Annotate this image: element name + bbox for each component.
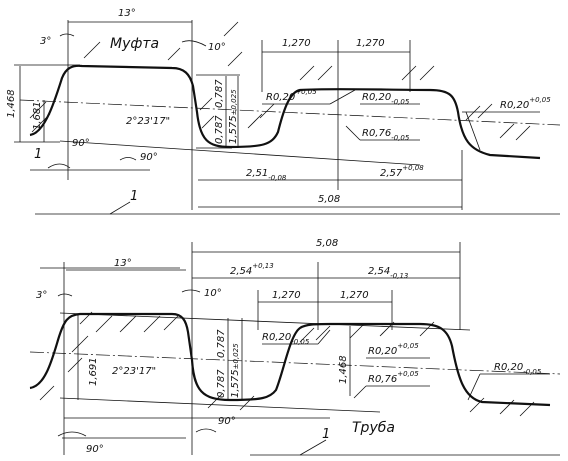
pipe-width-254-b-label: 2,54-0,13 — [368, 266, 408, 280]
pipe-width-254-a-label: 2,54+0,13 — [230, 262, 274, 277]
height-1575-label: 1,575±0,025 — [228, 89, 239, 144]
angle-90-left-label: 90° — [72, 138, 90, 149]
pipe-title: Труба — [352, 420, 395, 436]
coupling-hatching — [29, 21, 531, 141]
angle-10-label: 10° — [208, 42, 226, 53]
radius-020-a-label: R0,20+0,05 — [266, 88, 317, 103]
pipe-thread-profile — [29, 312, 551, 407]
pipe-height-1575-label: 1,575±0,025 — [230, 343, 241, 398]
coupling-taper-line — [59, 140, 421, 166]
pipe-width-508-label: 5,08 — [316, 238, 338, 249]
pipe-radius-076-label: R0,76+0,05 — [368, 370, 419, 385]
pipe-width-1270-a-label: 1,270 — [272, 290, 301, 301]
reference-1b-label: 1 — [130, 189, 138, 204]
height-0787-a-label: 0,787 — [214, 115, 225, 144]
coupling-pitch-line — [19, 99, 561, 126]
height-1681-label: 1,681 — [32, 101, 43, 130]
radius-020-c-label: R0,20+0,05 — [500, 96, 551, 111]
height-1468-label: 1,468 — [6, 89, 17, 118]
pipe-angle-3-label: 3° — [36, 290, 47, 301]
pipe-view: Труба 5,08 2,54+0,13 2,54-0,13 13° 3° 10… — [29, 238, 561, 456]
pipe-width-1270-b-label: 1,270 — [340, 290, 369, 301]
pipe-radius-020-a-label: R0,20-0,05 — [262, 332, 310, 346]
pipe-height-1691-label: 1,691 — [88, 357, 99, 386]
height-0787-b-label: 0,787 — [214, 79, 225, 108]
coupling-title: Муфта — [110, 36, 159, 52]
pipe-angle-10-label: 10° — [204, 288, 222, 299]
radius-020-b-label: R0,20-0,05 — [362, 92, 410, 106]
pipe-height-0787-a-label: 0,787 — [216, 369, 227, 398]
pipe-height-1468-label: 1,468 — [338, 355, 349, 384]
radius-076-label: R0,76-0,05 — [362, 128, 410, 142]
angle-13-label: 13° — [118, 8, 136, 19]
angle-3-label: 3° — [40, 36, 51, 47]
width-1270-b-label: 1,270 — [356, 38, 385, 49]
angle-90-mid-label: 90° — [140, 152, 158, 163]
pipe-taper-line — [59, 397, 381, 413]
reference-1a-label: 1 — [34, 147, 42, 162]
width-508-label: 5,08 — [318, 194, 340, 205]
pipe-angle-13-label: 13° — [114, 258, 132, 269]
pipe-pitch-line — [29, 351, 561, 375]
pipe-taper-angle-label: 2°23'17" — [112, 366, 156, 377]
pipe-radius-020-b-label: R0,20+0,05 — [368, 342, 419, 357]
pipe-angle-90-left-label: 90° — [86, 444, 104, 455]
width-251-label: 2,51-0,08 — [246, 168, 287, 182]
pipe-angle-90-mid-label: 90° — [218, 416, 236, 427]
taper-angle-label: 2°23'17" — [126, 116, 170, 127]
pipe-height-0787-b-label: 0,787 — [216, 329, 227, 358]
width-1270-a-label: 1,270 — [282, 38, 311, 49]
pipe-hatching — [39, 311, 535, 417]
width-257-label: 2,57+0,08 — [380, 164, 424, 179]
pipe-radius-020-c-label: R0,20-0,05 — [494, 362, 542, 376]
pipe-reference-1-label: 1 — [322, 427, 330, 442]
coupling-thread-profile — [29, 64, 541, 160]
coupling-view: Муфта 13° 3° 10° 1,468 1,681 0,787 0,787… — [6, 8, 561, 215]
